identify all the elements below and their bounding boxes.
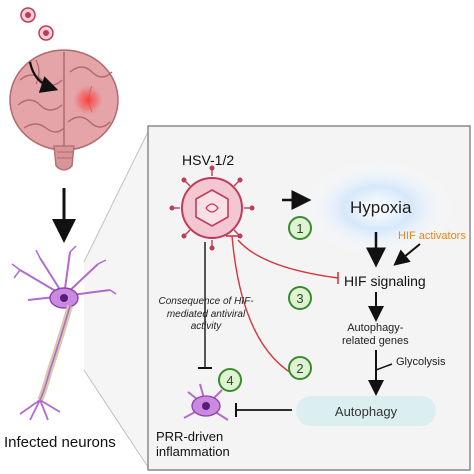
activators-to-hif-arrow [393, 243, 421, 266]
immune-cell-icon [183, 383, 229, 421]
hypoxia-glow [302, 160, 454, 256]
step-4-badge: 4 [218, 368, 242, 392]
step-3-badge: 3 [288, 286, 312, 310]
virus-small-2-icon [38, 25, 54, 41]
prr-inflammation-label: PRR-driven inflammation [156, 429, 230, 459]
hif-activators-label: HIF activators [398, 230, 466, 242]
virus-label: HSV-1/2 [182, 152, 235, 168]
hif-signaling-label: HIF signaling [344, 273, 426, 289]
virus-to-hif-line [237, 239, 339, 279]
virus-small-1-icon [20, 7, 36, 23]
consequence-label: Consequence of HIF-mediated antiviral ac… [158, 296, 254, 332]
hif-inhibits-virus-line [231, 235, 301, 379]
autophagy-label: Autophagy [334, 403, 398, 419]
infected-neurons-label: Infected neurons [4, 434, 116, 451]
autophagy-node: Autophagy [296, 396, 436, 426]
hsv-virus-icon [169, 165, 255, 251]
step-1-badge: 1 [288, 216, 312, 240]
hypoxia-label: Hypoxia [350, 198, 412, 217]
brain-icon [9, 49, 119, 171]
step-2-badge: 2 [288, 356, 312, 380]
neuron-icon [11, 245, 117, 421]
glycolysis-label: Glycolysis [396, 356, 446, 368]
glycolysis-branch-line [375, 363, 393, 371]
infection-arrow [28, 61, 59, 93]
autophagy-genes-label: Autophagy- related genes [342, 322, 409, 347]
zoom-wedge [84, 128, 150, 470]
